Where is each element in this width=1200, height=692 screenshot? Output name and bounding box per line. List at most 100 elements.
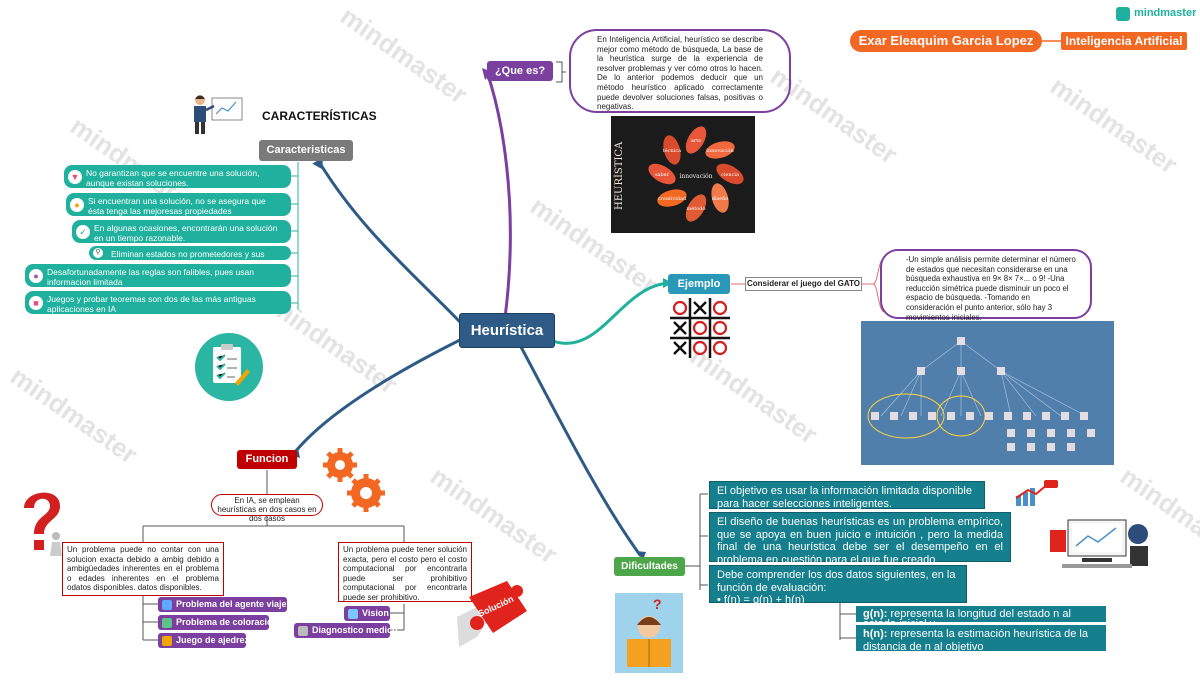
tree-node: [1087, 429, 1095, 437]
ejemplo-subtopic: Considerar el juego del GATO: [745, 277, 862, 291]
x-mark: [693, 301, 707, 315]
petal: [648, 163, 676, 185]
author-name: Exar Eleaquim Garcia Lopez: [850, 30, 1042, 52]
tree-node: [1027, 429, 1035, 437]
tree-node: [947, 412, 955, 420]
plane-icon: [162, 599, 172, 610]
search-tree-graphic: [861, 321, 1114, 465]
petal: [716, 163, 744, 185]
funcion-example-item: Vision: [344, 606, 390, 621]
petal-flower: arte innovación ciencia diseño métodocreativ…: [648, 126, 744, 222]
workspace-icon: [1050, 519, 1148, 568]
petal: [685, 194, 707, 222]
tree-node: [1027, 443, 1035, 451]
solution-puzzle-illustration: Solución: [447, 577, 533, 657]
petal: [685, 126, 707, 154]
tree-node: [909, 412, 917, 420]
dificultades-topic[interactable]: Dificultades: [614, 557, 685, 576]
petal-label: método: [687, 205, 706, 212]
tree-node: [1007, 443, 1015, 451]
sub-term: g(n):: [863, 608, 888, 620]
sub-desc: representa la longitud del estado n al e…: [863, 608, 1071, 630]
tic-tac-toe-grid: [670, 298, 730, 358]
dificultad-item: El objetivo es usar la información limit…: [709, 481, 985, 510]
vision-icon: [348, 608, 358, 619]
chess-icon: [162, 635, 172, 646]
funcion-topic[interactable]: Funcion: [237, 450, 297, 469]
x-mark: [673, 341, 687, 355]
thumbs-down-icon: ▼: [68, 169, 82, 184]
caracteristica-item: ⚲Eliminan estados no prometedores y sus …: [89, 246, 291, 269]
tree-node: [928, 412, 936, 420]
tree-node: [1067, 429, 1075, 437]
caracteristica-item: ●Si encuentran una solución, no se asegu…: [66, 193, 291, 216]
funcion-subtitle: En IA, se emplean heurísticas en dos cas…: [211, 494, 323, 523]
caracteristica-text: Desafortunadamente las reglas son falibl…: [47, 267, 254, 287]
caracteristica-text: No garantizan que se encuentre una soluc…: [86, 168, 260, 188]
tree-node: [917, 367, 925, 375]
o-mark: [712, 320, 728, 336]
petal-label: innovación: [706, 147, 734, 154]
funcion-left-text: Un problema puede no contar con una solu…: [62, 542, 224, 596]
caracteristica-item: ✓En algunas ocasiones, encontrarán una s…: [72, 220, 291, 243]
tree-node: [1047, 443, 1055, 451]
caracteristicas-topic[interactable]: Caracteristicas: [259, 140, 353, 161]
brand-label: mindmaster: [1134, 7, 1197, 19]
tree-node: [1047, 429, 1055, 437]
tree-node: [1042, 412, 1050, 420]
item-label: Vision: [362, 608, 389, 618]
x-mark: [673, 321, 687, 335]
o-mark: [712, 340, 728, 356]
item-label: Problema de coloración: [176, 617, 279, 627]
central-topic[interactable]: Heurística: [459, 313, 555, 348]
center-label: innovación: [680, 173, 713, 180]
author-connector: [1042, 40, 1062, 42]
document-icon: [298, 625, 308, 636]
author-subject: Inteligencia Artificial: [1061, 32, 1187, 50]
teacher-icon: [194, 95, 243, 134]
item-label: Juego de ajedrez: [176, 635, 250, 645]
tree-node: [1061, 412, 1069, 420]
tree-node: [890, 412, 898, 420]
tree-node: [966, 412, 974, 420]
funcion-example-item: Juego de ajedrez: [158, 633, 250, 648]
tree-node: [997, 367, 1005, 375]
petal-label: ciencia: [721, 172, 739, 178]
student-icon: ?: [627, 596, 671, 667]
tree-node: [871, 412, 879, 420]
question-mark-icon: [24, 492, 62, 556]
reading-student-illustration: ?: [615, 593, 683, 673]
o-mark: [692, 340, 708, 356]
search-icon: ⚲: [93, 248, 103, 258]
funcion-right-text: Un problema puede tener solución exacta,…: [338, 542, 472, 602]
petal-label: creatividad: [658, 196, 687, 202]
sub-term: h(n):: [863, 628, 888, 640]
dificultad-sub-item: h(n): representa la estimación heurístic…: [856, 625, 1106, 653]
tic-tac-toe-board: [670, 298, 730, 358]
sub-desc: representa la estimación heurística de l…: [863, 628, 1088, 653]
tree-node: [1023, 412, 1031, 420]
search-tree-image: [861, 321, 1114, 465]
caracteristica-item: ▼ No garantizan que se encuentre una solu…: [64, 165, 291, 188]
petal: [705, 141, 735, 159]
caracteristica-text: Juegos y probar teoremas son dos de las …: [47, 294, 256, 314]
o-mark: [692, 320, 708, 336]
dificultad-item: Debe comprender los dos datos siguientes…: [709, 565, 967, 606]
tree-node: [1067, 443, 1075, 451]
funcion-example-item: Problema del agente viajero: [158, 597, 296, 612]
petal: [711, 183, 729, 213]
ejemplo-topic[interactable]: Ejemplo: [668, 274, 730, 294]
tree-node: [985, 412, 993, 420]
petal-label: arte: [691, 138, 701, 144]
gears-icon: [323, 448, 385, 512]
caracteristica-item: ●Desafortunadamente las reglas son falib…: [25, 264, 291, 287]
ejemplo-note: -Un simple análisis permite determinar e…: [880, 249, 1092, 322]
document-icon: ■: [29, 295, 43, 310]
que-es-topic[interactable]: ¿Que es?: [487, 61, 553, 81]
tree-node: [1004, 412, 1012, 420]
map-icon: [162, 617, 172, 628]
petal-label: diseño: [712, 195, 729, 202]
question-mark-icon: ?: [653, 596, 662, 612]
tree-node: [1080, 412, 1088, 420]
